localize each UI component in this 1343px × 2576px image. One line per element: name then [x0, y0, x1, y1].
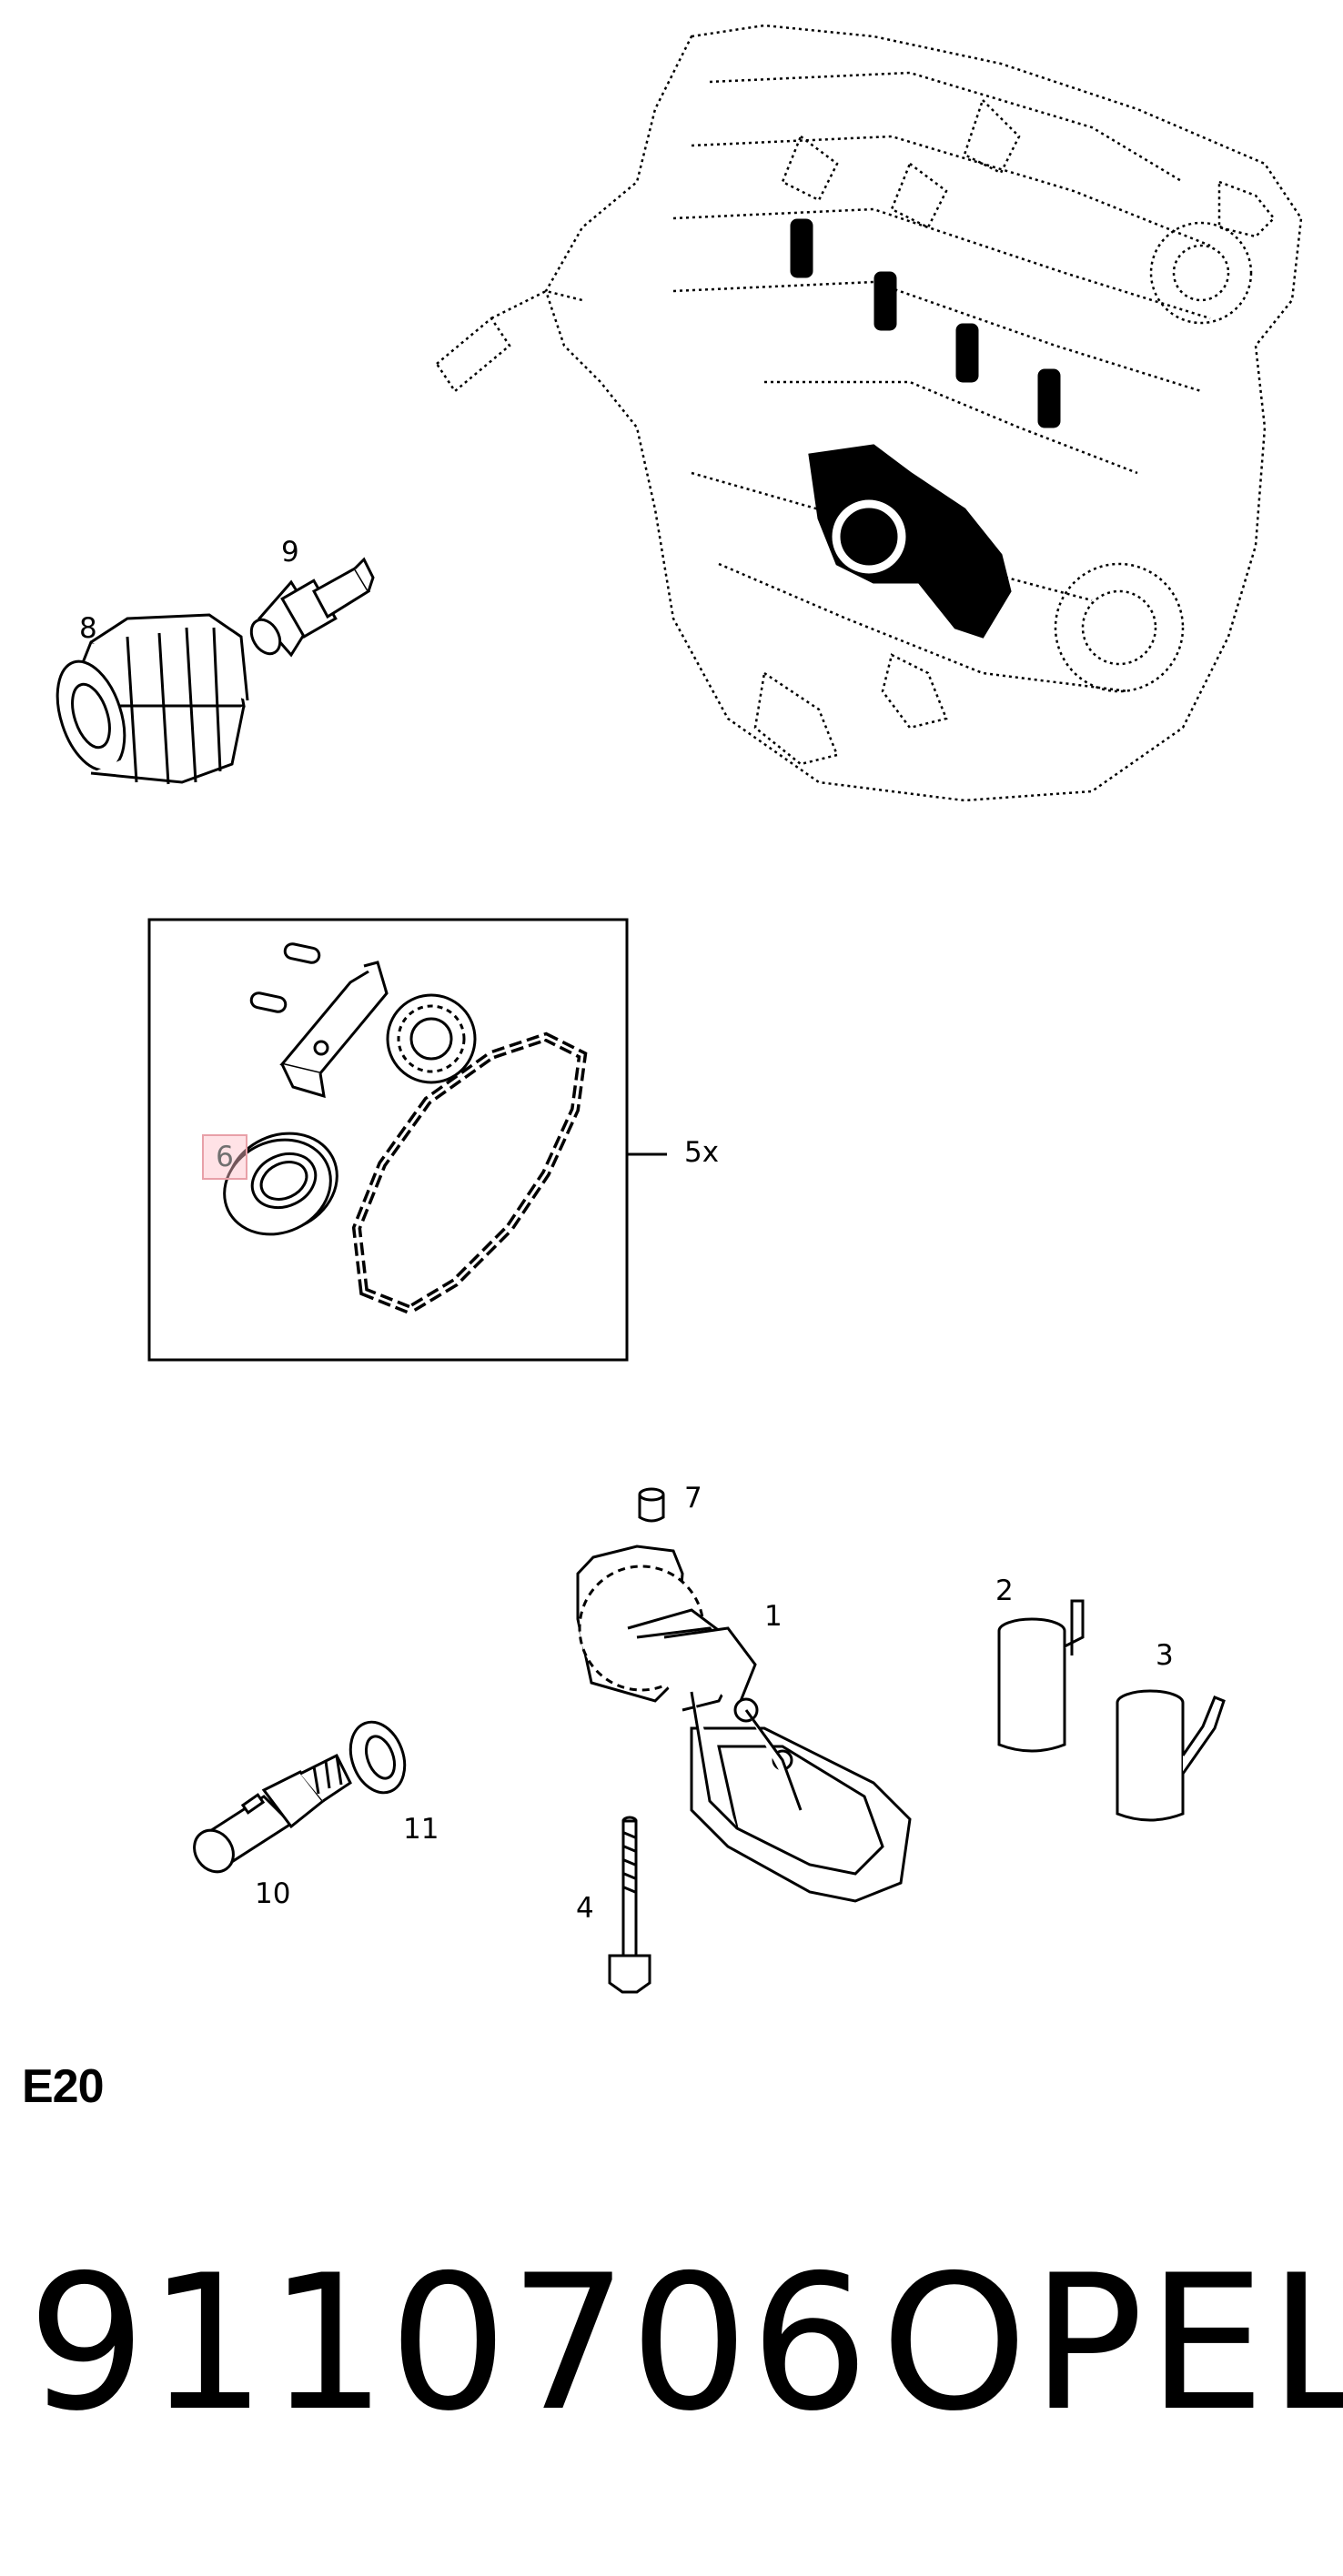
washer-illustration	[348, 1720, 407, 1795]
callout-7: 7	[684, 1482, 702, 1514]
sensor-illustration	[193, 1753, 352, 1874]
brand-name: OPEL	[881, 2236, 1343, 2452]
sleeve-3-illustration	[1116, 1689, 1226, 1822]
oil-pressure-switch-illustration	[249, 557, 375, 658]
callout-3: 3	[1156, 1639, 1174, 1672]
chain-sprocket-illustration	[386, 993, 477, 1084]
exploded-parts-diagram	[56, 24, 1303, 1994]
chain-tensioner-illustration	[279, 961, 389, 1099]
callout-4: 4	[576, 1892, 594, 1925]
engine-oil-pump-highlight	[790, 218, 1061, 639]
oil-filter-illustration	[56, 613, 249, 785]
section-code: E20	[22, 2060, 105, 2113]
oil-seal-ring-illustration	[223, 1132, 338, 1236]
part-number: 9110706	[27, 2236, 871, 2452]
callout-6: 6	[216, 1141, 234, 1173]
highlight-box-callout-6: 6	[202, 1134, 247, 1180]
oil-pump-illustration	[576, 1545, 912, 1903]
engine-block-illustration	[435, 24, 1303, 802]
chain-kit-frame	[147, 918, 629, 1362]
callout-10: 10	[255, 1877, 291, 1910]
callout-11: 11	[403, 1813, 439, 1846]
plug-illustration	[638, 1487, 665, 1523]
timing-chain-illustration	[351, 1031, 588, 1315]
callout-2: 2	[995, 1575, 1014, 1607]
bolt-illustration	[608, 1816, 651, 1994]
callout-9: 9	[281, 536, 299, 569]
callout-5x: 5x	[684, 1136, 720, 1169]
guide-pins-illustration	[249, 942, 321, 1013]
callout-1: 1	[764, 1600, 783, 1633]
sleeve-2-illustration	[997, 1599, 1085, 1753]
callout-8: 8	[79, 612, 97, 645]
